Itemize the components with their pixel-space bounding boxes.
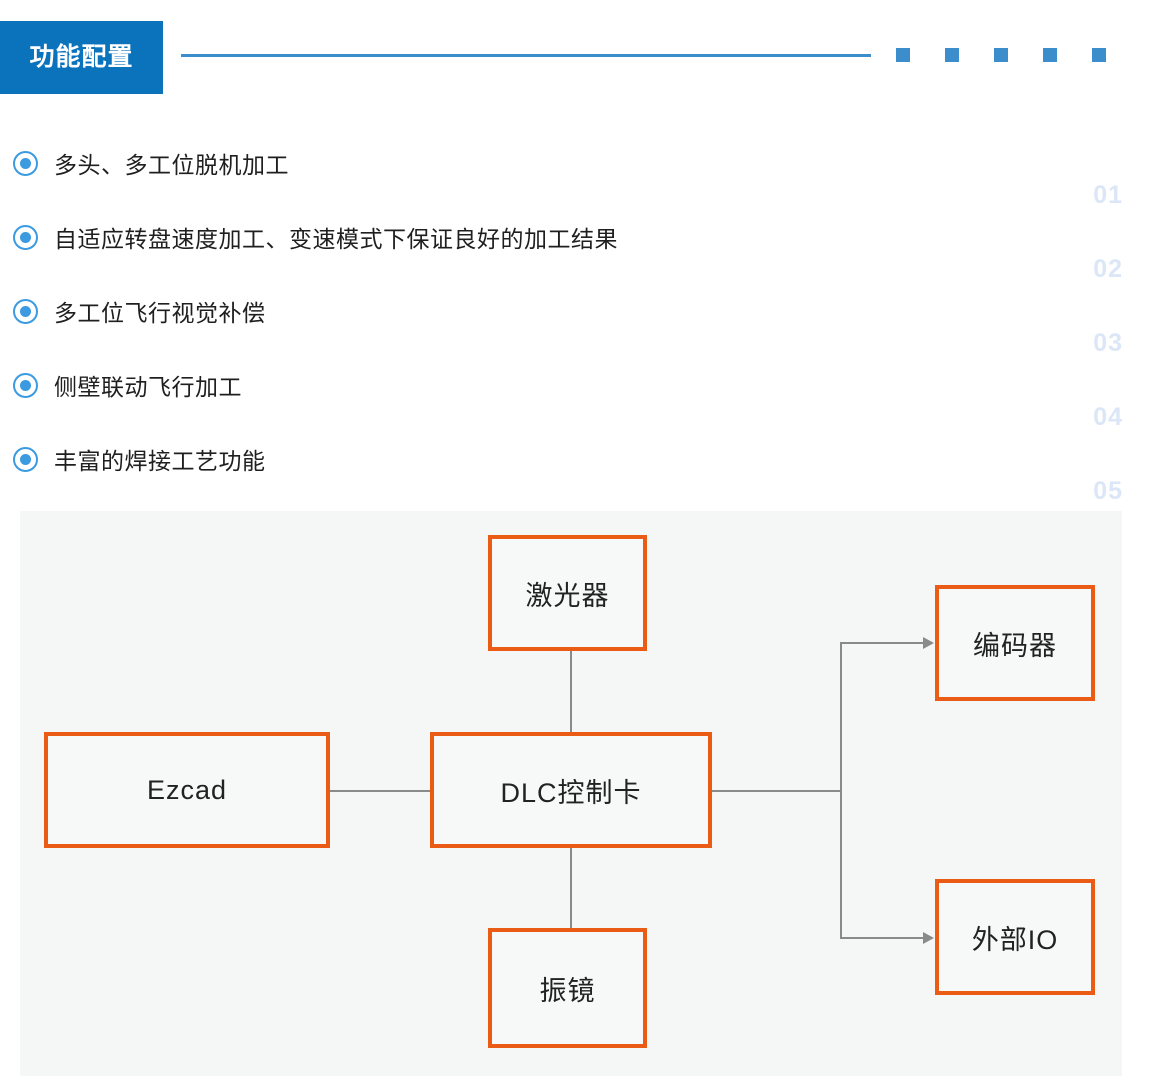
connector-laser-to-controller (570, 651, 572, 733)
node-external-io[interactable]: 外部IO (935, 879, 1095, 995)
feature-label: 多工位飞行视觉补偿 (54, 300, 266, 326)
list-item: 多工位飞行视觉补偿 (0, 274, 1060, 348)
radio-bullet-icon (13, 224, 38, 250)
connector-controller-to-galvo (570, 848, 572, 929)
node-dlc-controller[interactable]: DLC控制卡 (430, 732, 712, 848)
radio-bullet-icon (13, 150, 38, 176)
arrow-head-external-io-icon (923, 932, 934, 944)
node-label: 编码器 (973, 630, 1057, 661)
header-decor-square-2 (945, 48, 959, 62)
step-number-column: 01 02 03 04 05 (1063, 126, 1123, 505)
list-item: 丰富的焊接工艺功能 (0, 422, 1060, 496)
header-decor-square-1 (896, 48, 910, 62)
architecture-diagram: 激光器 Ezcad DLC控制卡 编码器 振镜 外部IO (20, 511, 1122, 1076)
connector-ezcad-to-controller (329, 790, 431, 792)
feature-label: 丰富的焊接工艺功能 (54, 448, 266, 474)
step-number: 04 (1093, 402, 1123, 431)
list-item: 自适应转盘速度加工、变速模式下保证良好的加工结果 (0, 200, 1060, 274)
radio-bullet-icon (13, 446, 38, 472)
connector-branch-to-encoder (840, 642, 924, 644)
arrow-head-encoder-icon (923, 637, 934, 649)
node-label: DLC控制卡 (500, 777, 642, 808)
feature-label: 侧壁联动飞行加工 (54, 374, 242, 400)
node-label: 激光器 (525, 580, 610, 611)
node-encoder[interactable]: 编码器 (935, 585, 1095, 701)
node-label: 外部IO (971, 924, 1059, 955)
step-number: 05 (1093, 476, 1123, 505)
connector-branch-trunk (840, 642, 842, 939)
feature-label: 多头、多工位脱机加工 (54, 152, 289, 178)
connector-branch-to-external-io (840, 937, 924, 939)
connector-controller-to-branch (711, 790, 842, 792)
list-item: 多头、多工位脱机加工 (0, 126, 1060, 200)
node-galvanometer[interactable]: 振镜 (488, 928, 647, 1048)
node-laser[interactable]: 激光器 (488, 535, 647, 651)
feature-list: 多头、多工位脱机加工 自适应转盘速度加工、变速模式下保证良好的加工结果 多工位飞… (0, 126, 1060, 496)
node-label: 振镜 (539, 975, 596, 1006)
step-number: 02 (1093, 254, 1123, 283)
page-title: 功能配置 (29, 43, 134, 71)
header-divider-line (181, 54, 871, 57)
feature-label: 自适应转盘速度加工、变速模式下保证良好的加工结果 (54, 226, 618, 252)
header-decor-square-5 (1092, 48, 1106, 62)
page-header: 功能配置 (0, 0, 1149, 110)
header-decor-square-4 (1043, 48, 1057, 62)
node-ezcad[interactable]: Ezcad (44, 732, 330, 848)
list-item: 侧壁联动飞行加工 (0, 348, 1060, 422)
section-title-badge: 功能配置 (0, 21, 163, 94)
radio-bullet-icon (13, 298, 38, 324)
radio-bullet-icon (13, 372, 38, 398)
node-label: Ezcad (146, 774, 228, 805)
step-number: 03 (1093, 328, 1123, 357)
header-decor-square-3 (994, 48, 1008, 62)
step-number: 01 (1093, 180, 1123, 209)
